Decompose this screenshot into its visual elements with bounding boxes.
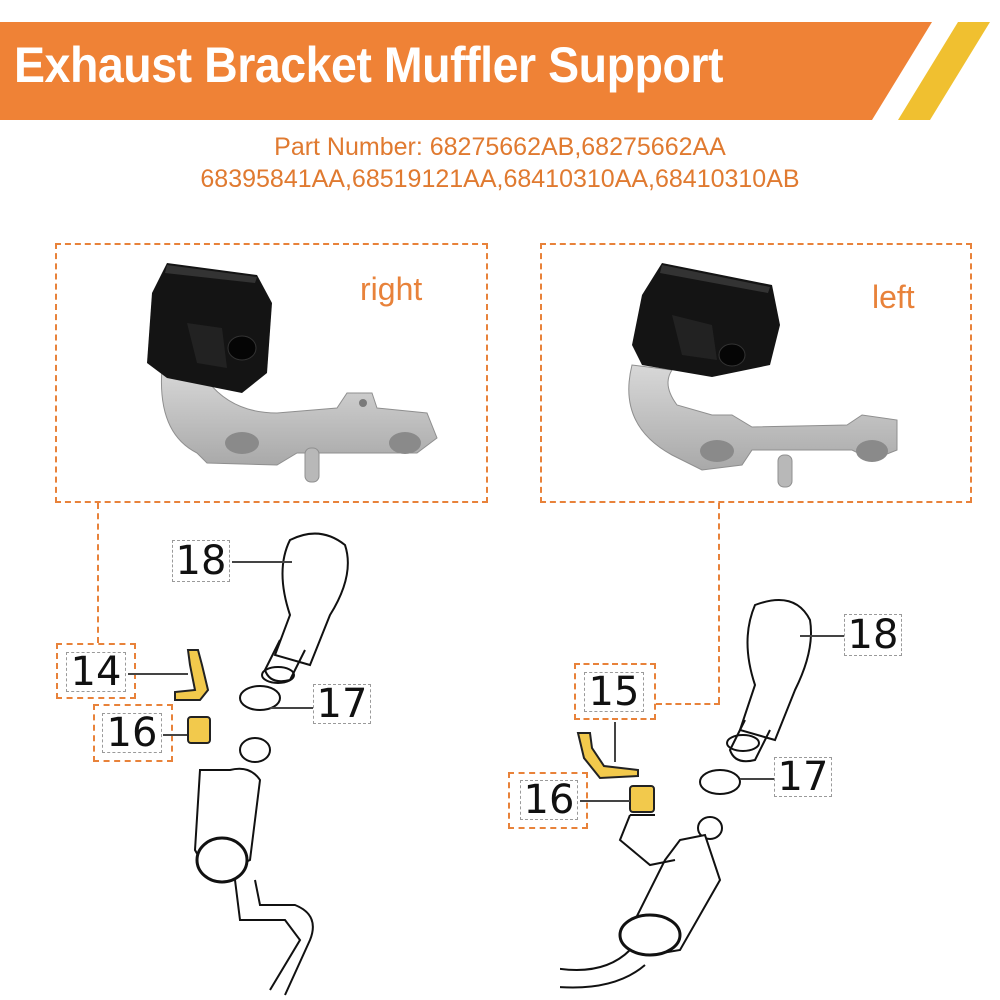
connector-right-to-14	[97, 503, 99, 643]
callout-18-right: 18	[844, 612, 902, 658]
highlight-box-16-left	[93, 704, 173, 762]
callout-17-right: 17	[774, 754, 832, 800]
callout-16-left: 16	[102, 710, 162, 756]
leader-14	[128, 673, 188, 675]
page-title: Exhaust Bracket Muffler Support	[14, 37, 724, 93]
leader-15	[614, 722, 616, 762]
callout-15: 15	[584, 669, 644, 715]
leader-17-left	[270, 707, 313, 709]
leader-18-left	[232, 561, 292, 563]
banner-shape	[0, 22, 990, 120]
callout-16-right: 16	[520, 777, 578, 823]
title-banner: Exhaust Bracket Muffler Support	[0, 22, 1000, 120]
connector-left-to-15	[718, 503, 720, 703]
highlight-box-15	[574, 663, 656, 720]
exhaust-diagram-right	[560, 599, 812, 989]
leader-16-right	[580, 800, 630, 802]
callout-17-left: 17	[313, 681, 371, 727]
bracket-part-15-highlight	[576, 732, 655, 813]
bracket-image-right	[147, 263, 438, 483]
leader-16-left	[163, 734, 187, 736]
callout-14: 14	[66, 649, 126, 695]
side-label-left: left	[872, 279, 915, 315]
exhaust-diagram-left	[193, 532, 349, 996]
bracket-image-left	[628, 263, 898, 488]
leader-17-right	[740, 778, 774, 780]
product-box-left: left	[540, 243, 972, 503]
product-box-right: right	[55, 243, 488, 503]
part-numbers-line-2: 68395841AA,68519121AA,68410310AA,6841031…	[200, 165, 800, 193]
callout-18-left: 18	[172, 538, 230, 584]
connector-left-horizontal	[656, 703, 720, 705]
highlight-box-14	[56, 643, 136, 699]
part-numbers-line-1: Part Number: 68275662AB,68275662AA	[274, 133, 726, 161]
side-label-right: right	[360, 271, 423, 307]
leader-18-right	[800, 635, 844, 637]
bracket-part-14-highlight	[174, 649, 211, 744]
